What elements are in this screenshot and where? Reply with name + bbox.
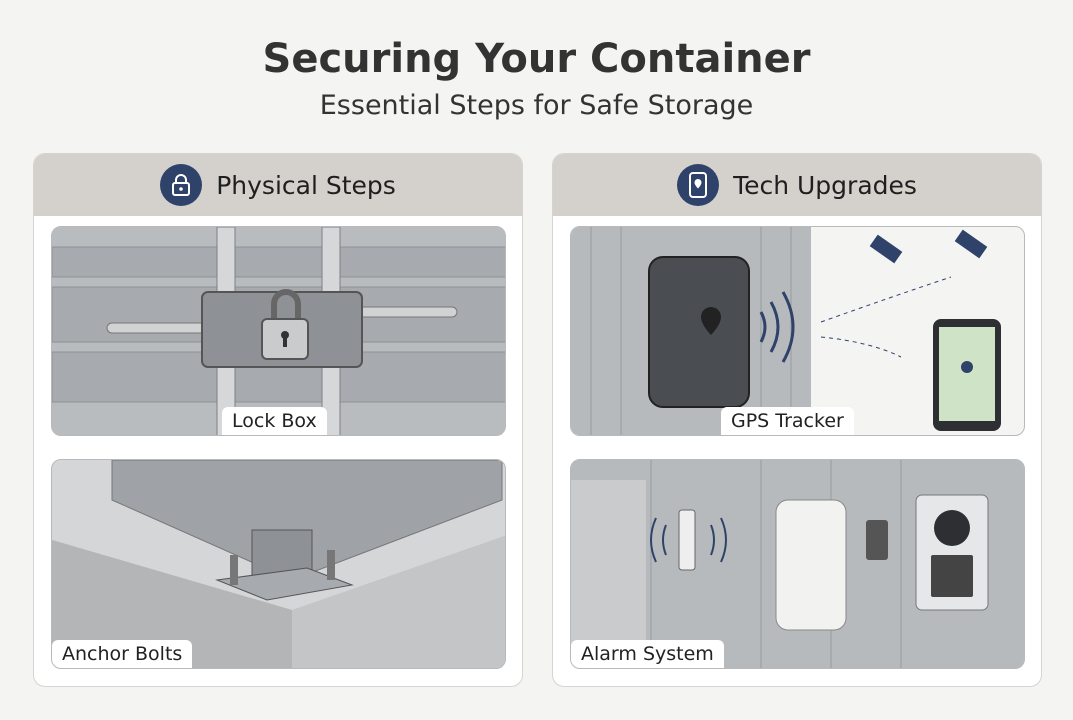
- page-subtitle: Essential Steps for Safe Storage: [319, 90, 754, 121]
- item-label: Lock Box: [222, 407, 327, 435]
- page-title: Securing Your Container: [262, 36, 811, 82]
- panel-title: Physical Steps: [216, 170, 396, 200]
- tech-upgrades-panel: Tech Upgrades GPS Tracker Alarm System: [552, 153, 1042, 687]
- item-label: Anchor Bolts: [52, 640, 193, 668]
- panel-title: Tech Upgrades: [733, 170, 917, 200]
- panel-header: Tech Upgrades: [553, 154, 1041, 216]
- panel-header: Physical Steps: [34, 154, 522, 216]
- padlock-icon: [160, 164, 203, 206]
- anchor-bolts-illustration: Anchor Bolts: [51, 459, 506, 669]
- item-label: GPS Tracker: [721, 407, 854, 435]
- lock-box-illustration: Lock Box: [51, 226, 506, 436]
- gps-tracker-illustration: GPS Tracker: [570, 226, 1025, 436]
- physical-steps-panel: Physical Steps Lock Box Anchor Bolts: [33, 153, 523, 687]
- item-label: Alarm System: [571, 640, 724, 668]
- smartphone-location-icon: [677, 164, 720, 206]
- alarm-system-illustration: Alarm System: [570, 459, 1025, 669]
